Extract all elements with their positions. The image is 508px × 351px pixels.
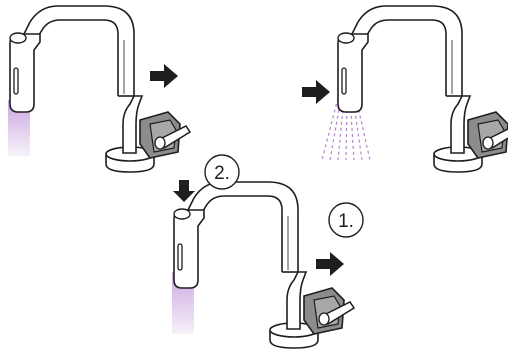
- arrow-down-icon: [173, 180, 195, 202]
- arrow-right-icon: [150, 64, 178, 88]
- faucet-b: [302, 6, 508, 172]
- step-one-label: 1.: [338, 211, 354, 232]
- faucet-c: 2. 1.: [172, 155, 363, 348]
- arrow-right-icon: [302, 80, 330, 104]
- step-two-badge: 2.: [205, 155, 239, 189]
- step-two-label: 2.: [214, 163, 230, 184]
- step-one-badge: 1.: [329, 203, 363, 237]
- faucet-a: [8, 6, 190, 172]
- arrow-right-icon: [316, 252, 344, 276]
